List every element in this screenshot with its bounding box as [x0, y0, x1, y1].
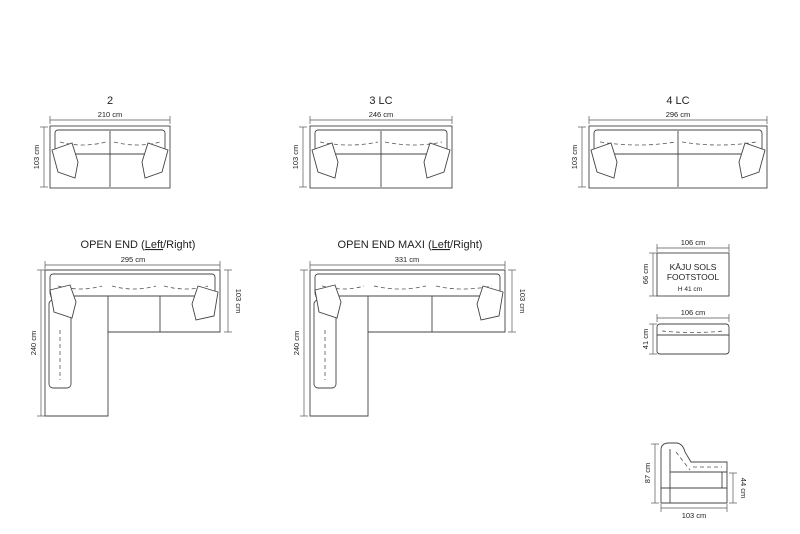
footstool-label-en: FOOTSTOOL	[667, 272, 720, 282]
side-seat-height: 44 cm	[739, 478, 748, 498]
sofa-2-depth: 103 cm	[32, 145, 41, 170]
open-end-depth: 103 cm	[234, 289, 243, 314]
open-end-width: 295 cm	[121, 255, 146, 264]
open-end-title: OPEN END (Left/Right)	[81, 239, 196, 251]
footstool-width-front: 106 cm	[681, 308, 706, 317]
sofa-4lc-depth: 103 cm	[570, 145, 579, 170]
side-depth: 103 cm	[682, 511, 707, 520]
open-end-view: OPEN END (Left/Right) 295 cm 103 cm 240 …	[29, 239, 243, 417]
sofa-4lc-width: 296 cm	[666, 110, 691, 119]
open-end-length: 240 cm	[29, 331, 38, 356]
sofa-3lc-width: 246 cm	[369, 110, 394, 119]
footstool-label-lv: KĀJU SOLS	[670, 262, 717, 272]
footstool-width-top: 106 cm	[681, 238, 706, 247]
side-height: 87 cm	[643, 463, 652, 483]
footstool-height-front: 41 cm	[641, 329, 650, 349]
sofa-3lc-depth: 103 cm	[291, 145, 300, 170]
open-end-maxi-length: 240 cm	[292, 331, 301, 356]
open-end-maxi-depth: 103 cm	[518, 289, 527, 314]
sofa-2-title: 2	[107, 95, 113, 107]
sofa-2-view: 2 210 cm 103 cm	[32, 95, 171, 189]
footstool-top-view: 106 cm 66 cm KĀJU SOLS FOOTSTOOL H 41 cm	[641, 238, 730, 297]
footstool-depth-top: 66 cm	[641, 264, 650, 284]
open-end-maxi-title: OPEN END MAXI (Left/Right)	[338, 239, 483, 251]
sofa-4lc-view: 4 LC 296 cm 103 cm	[570, 95, 768, 189]
footstool-front-view: 106 cm 41 cm	[641, 308, 730, 355]
footstool-height-note: H 41 cm	[678, 286, 702, 293]
sofa-3lc-title: 3 LC	[369, 95, 392, 107]
sofa-2-width: 210 cm	[98, 110, 123, 119]
sofa-side-view: 87 cm 44 cm 103 cm	[643, 442, 748, 520]
open-end-maxi-width: 331 cm	[395, 255, 420, 264]
sofa-3lc-view: 3 LC 246 cm 103 cm	[291, 95, 453, 189]
open-end-maxi-view: OPEN END MAXI (Left/Right) 331 cm 103 cm…	[292, 239, 527, 417]
sofa-4lc-title: 4 LC	[666, 95, 689, 107]
